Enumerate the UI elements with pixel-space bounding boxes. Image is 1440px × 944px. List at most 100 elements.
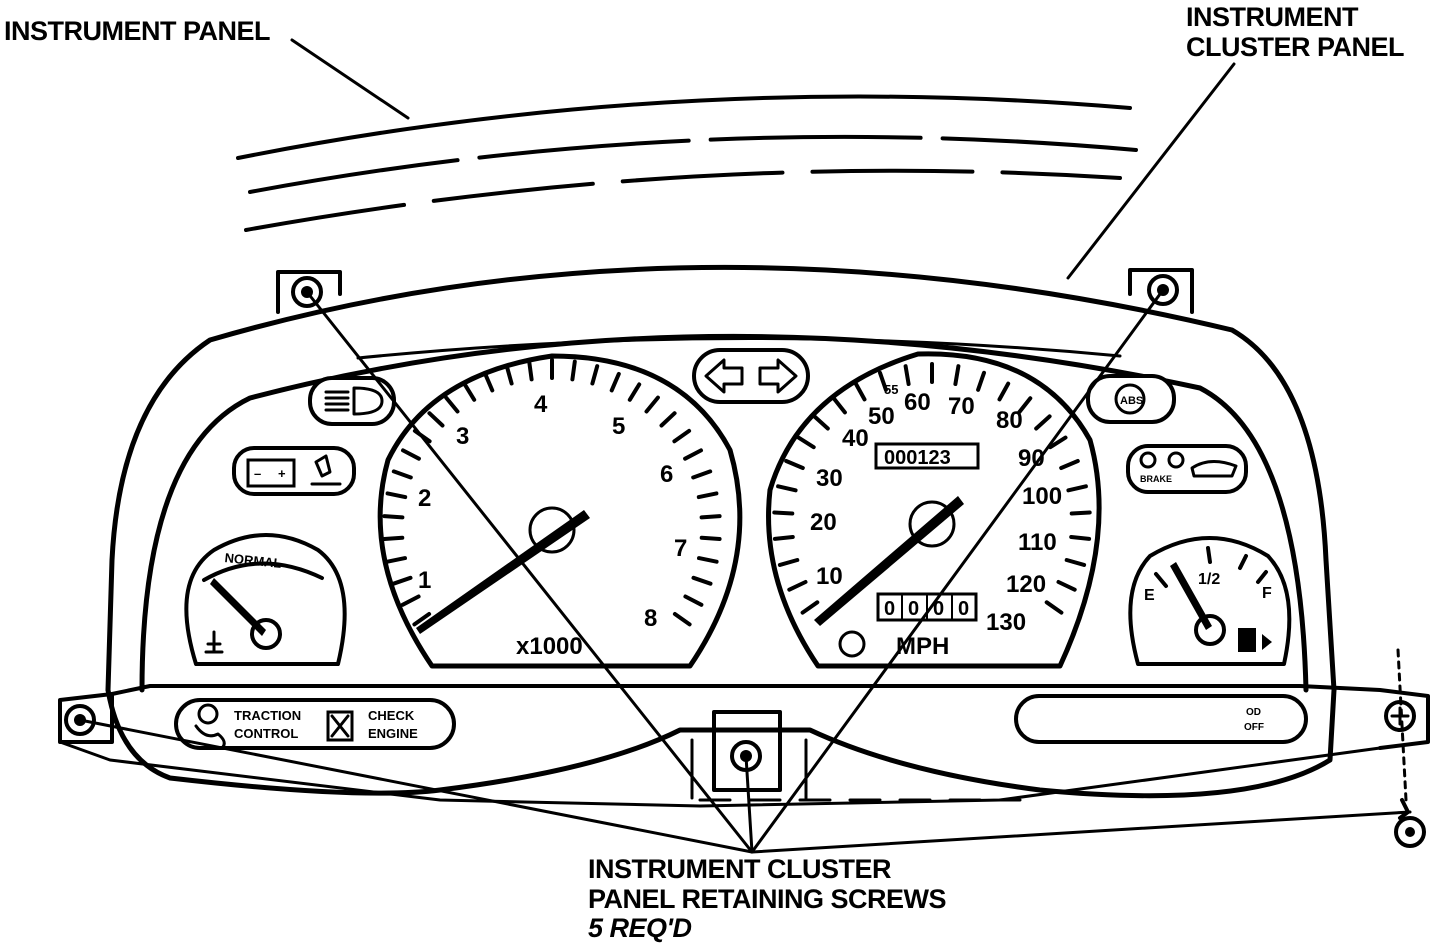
tach-tick (697, 556, 719, 564)
screw-leader-lines (78, 288, 1412, 854)
tach-tick (644, 395, 660, 414)
brake-oil-lamp: BRAKE (1126, 444, 1248, 494)
tach-label-2: 2 (418, 485, 431, 512)
tach-tick (412, 612, 432, 627)
oil-can-icon (1190, 460, 1238, 478)
traction-line2: CONTROL (234, 726, 298, 741)
speedo-label-110: 110 (1018, 529, 1057, 556)
speedo-label-50: 50 (868, 403, 895, 430)
od-line2: OFF (1244, 722, 1264, 733)
speedo-tick (777, 558, 800, 567)
cluster-panel-label-line1: INSTRUMENT (1186, 2, 1359, 32)
tachometer-ticks (382, 358, 722, 627)
tach-label-5: 5 (612, 413, 625, 440)
trip-digit-2: 0 (908, 598, 919, 620)
speedo-label-20: 20 (810, 509, 837, 536)
coolant-icon (204, 630, 224, 654)
tach-tick (672, 428, 692, 444)
tach-tick (590, 364, 600, 386)
fuel-full-label: F (1262, 585, 1272, 602)
tachometer-labels: 1 2 3 4 5 6 7 8 (418, 391, 687, 632)
fuel-empty-label: E (1144, 587, 1155, 604)
tachometer: 1 2 3 4 5 6 7 8 x1000 (377, 353, 743, 669)
speedo-label-70: 70 (948, 393, 975, 420)
speedo-tick (878, 370, 888, 392)
speedo-tick (1066, 484, 1088, 493)
trip-reset-knob (838, 630, 866, 658)
screws-label-line1: INSTRUMENT CLUSTER (588, 854, 891, 884)
screws-label-line2: PANEL RETAINING SCREWS (588, 884, 946, 914)
tach-label-7: 7 (674, 535, 687, 562)
tach-tick (683, 448, 703, 461)
left-arrow-icon (704, 358, 744, 394)
callout-leaders (290, 38, 1236, 280)
tach-unit: x1000 (516, 633, 583, 660)
trip-digit-1: 0 (884, 598, 895, 620)
speedo-tick (1059, 459, 1080, 470)
speedo-label-30: 30 (816, 465, 843, 492)
speedo-tick (812, 414, 830, 431)
speedo-tick (853, 381, 867, 402)
speedo-tick (1048, 435, 1068, 450)
screws-label-line3: 5 REQ'D (588, 913, 691, 943)
speedo-tick (1034, 414, 1052, 431)
battery-plus: + (278, 466, 286, 481)
speedo-tick (1044, 600, 1064, 615)
tach-tick (400, 594, 421, 607)
speedo-tick (1069, 510, 1092, 516)
speedo-label-130: 130 (986, 609, 1026, 636)
headlight-icon (352, 386, 384, 416)
speedo-label-100: 100 (1022, 483, 1062, 510)
turn-signal-indicator (692, 348, 810, 404)
tach-tick (672, 612, 692, 627)
speedo-tick (903, 364, 911, 386)
brake-icon (1139, 451, 1157, 469)
speedo-label-10: 10 (816, 563, 843, 590)
tach-needle (416, 510, 590, 634)
tach-tick (391, 469, 413, 480)
battery-minus: – (254, 466, 261, 481)
tach-tick (696, 491, 719, 500)
right-arrow-icon (758, 358, 798, 394)
fuel-pump-icon (1238, 628, 1272, 652)
speedometer: 10 20 30 40 50 55 60 70 80 90 100 110 12… (766, 351, 1102, 669)
cluster-bezel (58, 264, 1430, 808)
abs-icon (1114, 383, 1146, 415)
tach-tick (683, 594, 704, 607)
speedo-tick (787, 580, 808, 592)
instrument-panel-label: INSTRUMENT PANEL (4, 16, 270, 46)
abs-lamp: ABS (1086, 374, 1176, 424)
trip-digit-3: 0 (933, 598, 944, 620)
battery-icon (246, 458, 296, 488)
tach-label-4: 4 (534, 391, 548, 418)
traction-line1: TRACTION (234, 708, 301, 723)
fuel-gauge: E 1/2 F (1128, 536, 1292, 666)
fuel-hub (1194, 614, 1226, 646)
speedo-tick (997, 381, 1011, 402)
tach-tick (570, 359, 577, 382)
speedo-tick (796, 435, 816, 450)
odometer-window (874, 442, 980, 470)
instrument-panel-outline (236, 94, 1138, 232)
tach-tick (483, 371, 495, 393)
speedo-tick (772, 535, 795, 541)
speedo-tick (953, 364, 961, 386)
speedometer-labels: 10 20 30 40 50 55 60 70 80 90 100 110 12… (810, 382, 1062, 636)
tach-tick (382, 535, 405, 541)
speedo-tick (831, 396, 847, 415)
speedo-tick (776, 484, 798, 493)
speedo-tick (1064, 558, 1087, 567)
tach-tick (382, 514, 405, 520)
speedo-tick (800, 600, 820, 615)
cluster-panel-label-line2: CLUSTER PANEL (1186, 32, 1404, 62)
tach-tick (627, 382, 642, 402)
tach-tick (444, 395, 460, 414)
trip-odometer: 0 0 0 0 (876, 592, 978, 622)
speedo-tick (784, 459, 805, 470)
speedo-unit: MPH (896, 633, 949, 660)
tach-tick (385, 491, 408, 500)
tach-tick (391, 575, 413, 586)
battery-lamp: – + (232, 446, 356, 496)
speedo-tick (772, 510, 795, 516)
